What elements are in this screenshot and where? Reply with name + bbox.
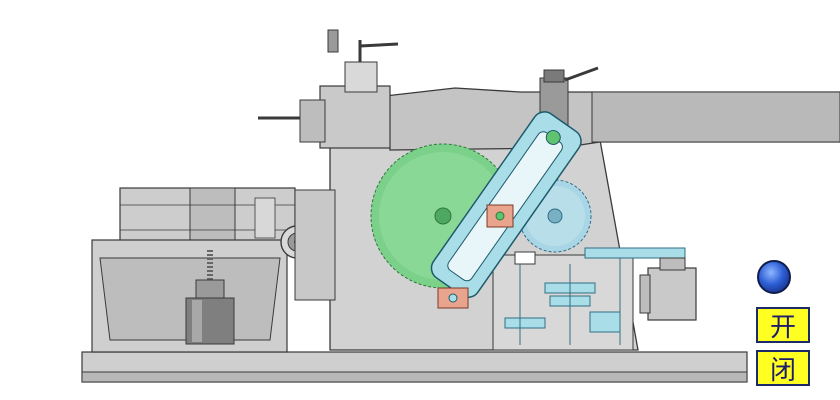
gearbox (504, 247, 686, 345)
open-button[interactable]: 开 (756, 307, 810, 343)
motor (639, 257, 697, 321)
elevating-screw (185, 250, 235, 345)
slider-block (486, 204, 514, 228)
logo-icon[interactable] (757, 260, 791, 294)
tool-head (258, 29, 399, 149)
lower-slider (437, 287, 469, 309)
machine-base (81, 351, 748, 383)
close-button[interactable]: 闭 (756, 350, 810, 386)
ram (384, 87, 840, 151)
worktable (91, 187, 296, 353)
